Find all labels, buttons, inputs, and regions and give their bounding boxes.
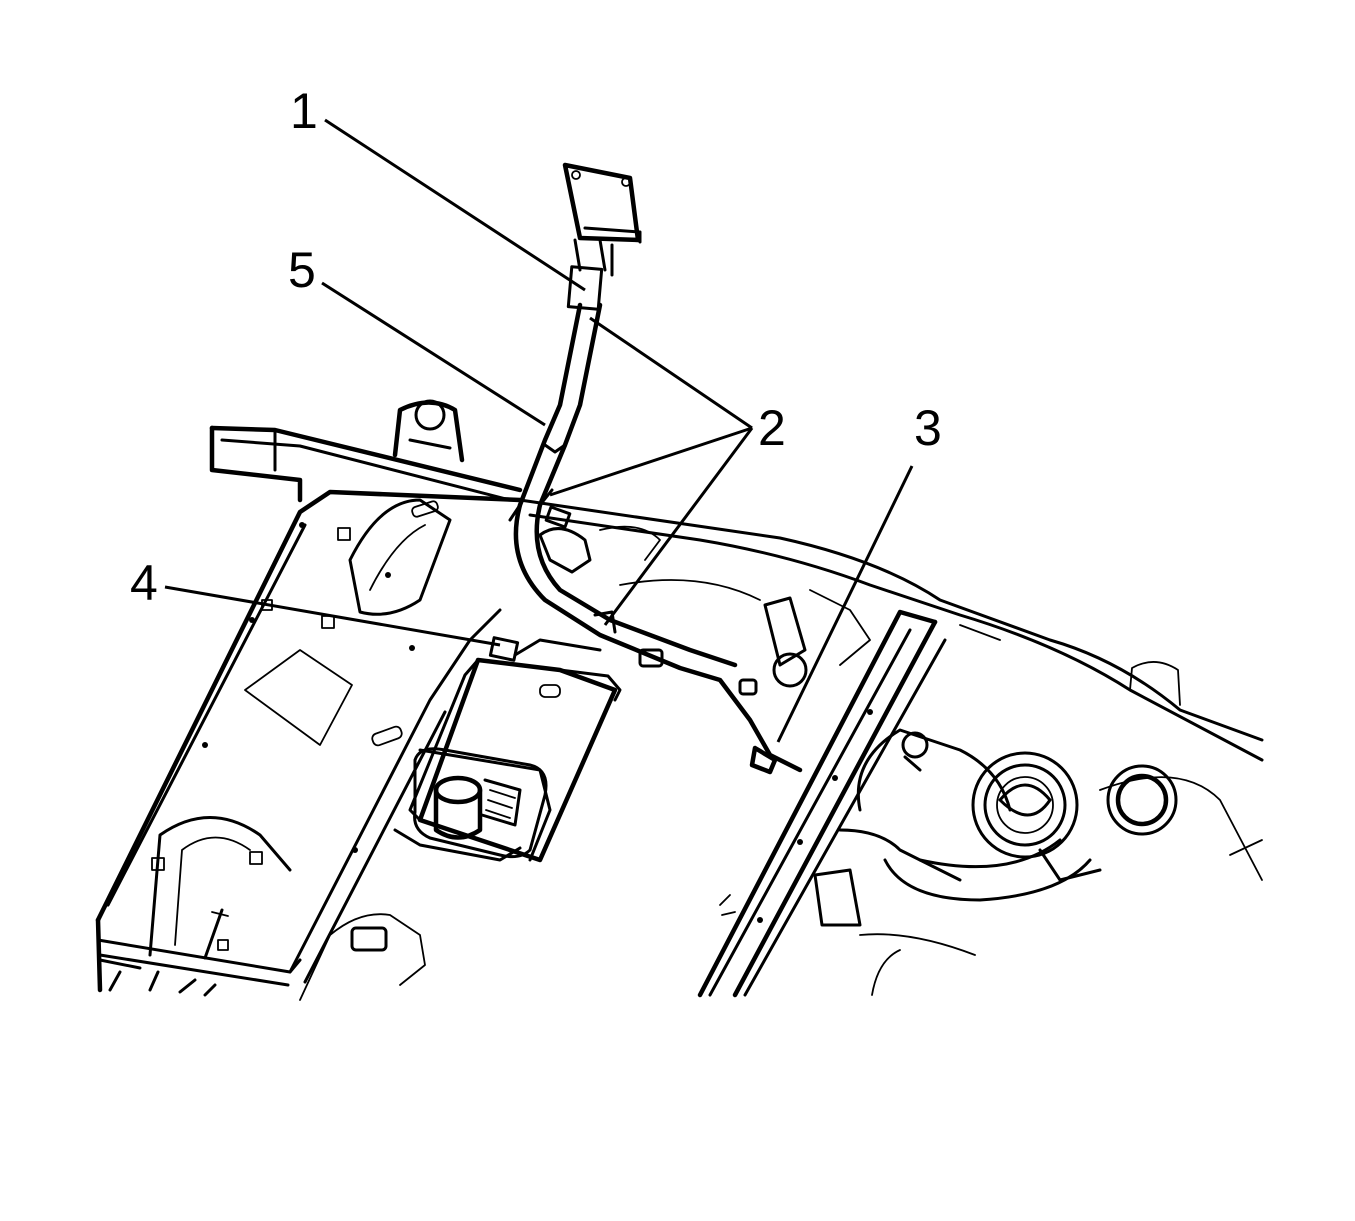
leader-3 xyxy=(776,465,914,743)
floor-pan-left xyxy=(95,489,523,1001)
fuel-tank xyxy=(813,728,1263,996)
callout-2: 2 xyxy=(758,400,786,456)
callout-labels: 1 2 3 4 5 xyxy=(130,83,942,611)
leader-1 xyxy=(324,118,586,292)
callout-1: 1 xyxy=(290,83,318,139)
leader-2a xyxy=(589,316,753,430)
frame-rail-right xyxy=(697,609,947,998)
callout-4: 4 xyxy=(130,555,158,611)
leader-lines xyxy=(164,118,914,743)
callout-3: 3 xyxy=(914,400,942,456)
callout-5: 5 xyxy=(288,242,316,298)
cross-member xyxy=(209,399,1264,762)
evap-canister xyxy=(393,636,622,863)
leader-4 xyxy=(164,585,501,647)
leader-2b xyxy=(549,426,753,497)
vapor-hose-assembly xyxy=(508,162,871,775)
leader-5 xyxy=(321,281,546,427)
leader-2c xyxy=(603,427,754,626)
